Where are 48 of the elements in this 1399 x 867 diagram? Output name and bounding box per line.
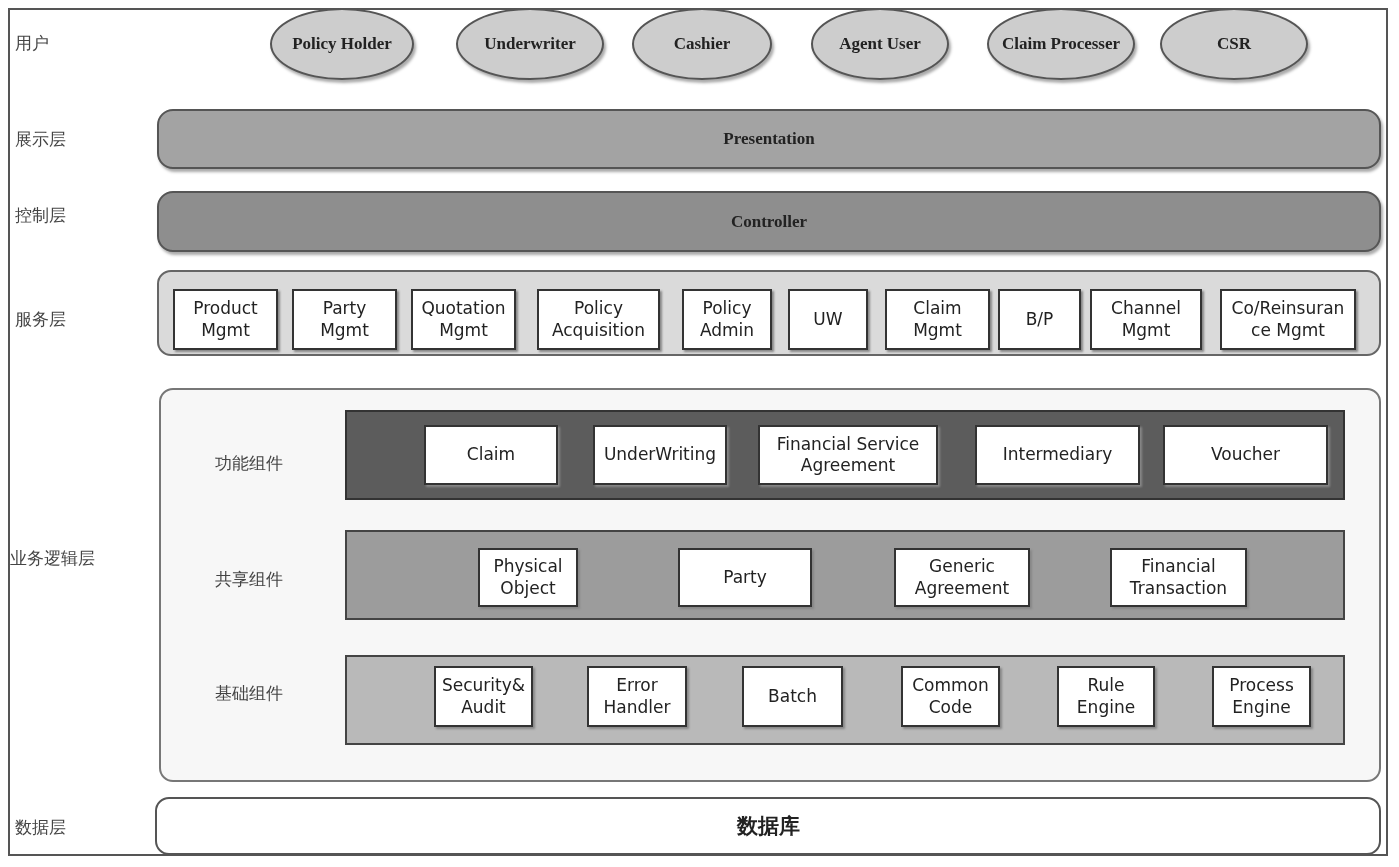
layer-band: Presentation (157, 109, 1381, 169)
module-box: Product Mgmt (173, 289, 278, 350)
module-box: Batch (742, 666, 843, 727)
user-ellipse: Underwriter (456, 8, 604, 80)
module-box: Quotation Mgmt (411, 289, 516, 350)
component-band (345, 530, 1345, 620)
user-ellipse: Agent User (811, 8, 949, 80)
user-ellipse: CSR (1160, 8, 1308, 80)
module-box: B/P (998, 289, 1081, 350)
module-box: Financial Transaction (1110, 548, 1247, 607)
module-box: Party Mgmt (292, 289, 397, 350)
module-box: Co/Reinsurance Mgmt (1220, 289, 1356, 350)
layer-label: 展示层 (15, 129, 66, 151)
layer-label: 功能组件 (215, 453, 283, 475)
module-box: Security& Audit (434, 666, 533, 727)
layer-label: 用户 (15, 33, 49, 55)
module-box: Claim Mgmt (885, 289, 990, 350)
layer-label: 数据层 (15, 817, 66, 839)
layer-label: 基础组件 (215, 683, 283, 705)
layer-panel (157, 270, 1381, 356)
module-box: Claim (424, 425, 558, 485)
module-box: Rule Engine (1057, 666, 1155, 727)
module-box: Party (678, 548, 812, 607)
layer-label: 控制层 (15, 205, 66, 227)
module-box: Policy Admin (682, 289, 772, 350)
module-box: Error Handler (587, 666, 687, 727)
layer-label: 共享组件 (215, 569, 283, 591)
module-box: Generic Agreement (894, 548, 1030, 607)
user-ellipse: Cashier (632, 8, 772, 80)
layer-band: Controller (157, 191, 1381, 252)
component-band (345, 410, 1345, 500)
module-box: Financial Service Agreement (758, 425, 938, 485)
user-ellipse: Claim Processer (987, 8, 1135, 80)
component-band (345, 655, 1345, 745)
module-box: Channel Mgmt (1090, 289, 1202, 350)
module-box: UnderWriting (593, 425, 727, 485)
module-box: Intermediary (975, 425, 1140, 485)
module-box: UW (788, 289, 868, 350)
user-ellipse: Policy Holder (270, 8, 414, 80)
module-box: Policy Acquisition (537, 289, 660, 350)
layer-label: 服务层 (15, 309, 66, 331)
database-band: 数据库 (155, 797, 1381, 855)
module-box: Physical Object (478, 548, 578, 607)
module-box: Voucher (1163, 425, 1328, 485)
layer-label: 业务逻辑层 (10, 548, 95, 570)
layer-panel (159, 388, 1381, 782)
module-box: Process Engine (1212, 666, 1311, 727)
module-box: Common Code (901, 666, 1000, 727)
